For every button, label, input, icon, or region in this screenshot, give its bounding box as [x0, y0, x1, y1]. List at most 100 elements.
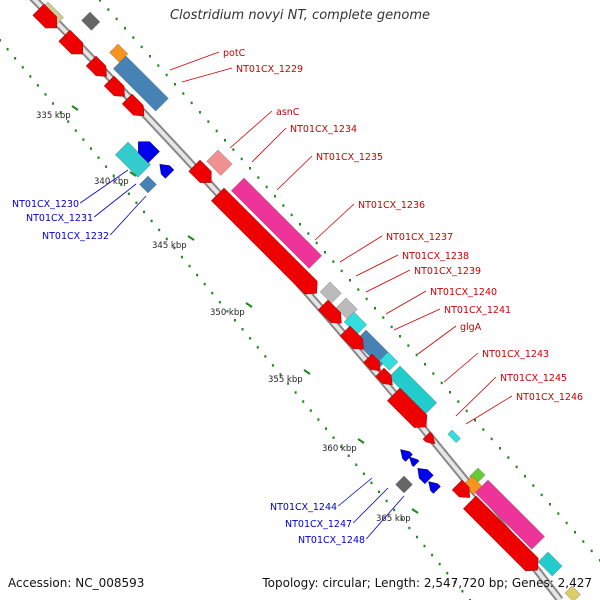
gene-box: [395, 475, 413, 494]
forward-label-line: [465, 395, 513, 425]
reverse-gene-arrow: [138, 141, 160, 164]
reverse-gene-arrow: [408, 456, 420, 468]
kbp-label: 350 kbp: [210, 308, 245, 318]
forward-label-line: [355, 254, 399, 277]
map-title: Clostridium novyi NT, complete genome: [169, 8, 431, 23]
outer-tick-dot: [440, 381, 443, 385]
outer-tick-dot: [474, 419, 476, 422]
kbp-tick: [411, 508, 419, 514]
reverse-gene-arrow-shape: [400, 449, 413, 462]
inner-tick-dot: [52, 102, 55, 105]
outer-tick-dot: [382, 316, 385, 319]
inner-tick-dot: [158, 228, 161, 232]
outer-tick-dot: [115, 17, 118, 21]
forward-gene-label: NT01CX_1237: [386, 232, 453, 243]
forward-gene-arrow-shape: [121, 93, 145, 117]
forward-gene-label: NT01CX_1229: [236, 64, 303, 75]
kbp-tick: [303, 369, 311, 375]
forward-gene-arrow: [210, 187, 318, 295]
outer-tick-dot: [565, 521, 568, 525]
gene-box-shape: [206, 149, 233, 176]
forward-gene-arrow: [188, 159, 212, 183]
inner-tick-dot: [218, 300, 221, 304]
inner-tick-dot: [59, 111, 62, 114]
inner-tick-dot: [14, 57, 17, 60]
gene-features: [32, 1, 581, 600]
kbp-label: 365 kbp: [376, 514, 411, 524]
outer-tick-dot: [507, 456, 510, 459]
forward-gene-arrow-shape: [462, 495, 539, 572]
outer-tick-dot: [340, 269, 343, 273]
outer-tick-dot: [490, 437, 493, 441]
forward-gene-label: NT01CX_1240: [430, 287, 497, 298]
inner-tick-dot: [279, 373, 282, 376]
forward-label-line: [393, 308, 441, 331]
outer-tick-dot: [215, 129, 218, 133]
inner-tick-dot: [180, 255, 183, 259]
forward-gene-label: potC: [223, 48, 246, 59]
reverse-gene-arrow-shape: [408, 456, 420, 468]
reverse-gene-label: NT01CX_1230: [12, 199, 79, 210]
gene-box-shape: [564, 585, 581, 600]
forward-gene-arrow: [32, 3, 57, 29]
inner-tick-dot: [302, 400, 305, 403]
inner-tick-dot: [173, 246, 176, 250]
outer-tick-dot: [165, 73, 168, 77]
inner-tick-dot: [105, 165, 108, 168]
forward-gene-arrow: [422, 431, 436, 445]
outer-tick-dot: [374, 307, 376, 310]
gene-box: [139, 175, 157, 194]
gene-box: [447, 429, 461, 443]
inner-tick-dot: [44, 93, 47, 96]
outer-tick-dot: [357, 288, 360, 291]
gene-box: [537, 551, 563, 577]
forward-gene-arrow-shape: [85, 55, 107, 77]
gene-box: [81, 11, 101, 31]
forward-gene-arrow-shape: [32, 3, 57, 29]
inner-tick-dot: [211, 291, 214, 295]
outer-tick-dot: [574, 531, 576, 534]
kbp-label: 335 kbp: [36, 111, 71, 121]
outer-tick-dot: [582, 540, 585, 543]
inner-tick-dot: [0, 39, 1, 42]
forward-label-line: [229, 110, 273, 149]
forward-gene-arrow: [121, 93, 145, 117]
gene-box: [319, 281, 342, 304]
outer-tick-dot: [140, 45, 143, 49]
outer-tick-dot: [182, 92, 185, 95]
forward-label-line: [365, 269, 411, 293]
gene-box-shape: [379, 351, 399, 371]
inner-tick-dot: [203, 282, 206, 286]
outer-tick-dot: [432, 372, 435, 375]
gene-box: [475, 479, 545, 550]
inner-tick-dot: [6, 48, 9, 51]
inner-tick-dot: [317, 418, 320, 421]
outer-tick-dot: [532, 484, 535, 487]
forward-gene-label: NT01CX_1238: [402, 251, 469, 262]
outer-tick-dot: [107, 8, 110, 11]
outer-tick-dot: [332, 260, 335, 263]
outer-tick-dot: [399, 335, 401, 338]
reverse-gene-arrow-shape: [138, 141, 160, 164]
forward-label-line: [251, 127, 287, 163]
inner-tick-dot: [438, 562, 441, 566]
inner-tick-dot: [150, 219, 153, 223]
inner-tick-dot: [423, 544, 426, 548]
outer-tick-dot: [390, 325, 393, 329]
kbp-tick: [245, 302, 253, 308]
inner-tick-dot: [143, 210, 146, 214]
outer-tick-dot: [482, 428, 485, 431]
inner-tick-dot: [264, 355, 267, 358]
outer-tick-dot: [232, 148, 235, 151]
reverse-gene-label: NT01CX_1247: [285, 519, 352, 530]
gene-box-shape: [231, 177, 322, 269]
inner-tick-dot: [89, 147, 92, 150]
forward-gene-arrow-shape: [422, 431, 436, 445]
outer-tick-dot: [465, 409, 468, 413]
outer-tick-dot: [257, 176, 260, 179]
inner-tick-dot: [127, 192, 130, 196]
kbp-tick: [357, 438, 365, 444]
forward-gene-arrow-shape: [386, 387, 428, 428]
forward-gene-arrow-shape: [58, 29, 83, 55]
forward-gene-label: NT01CX_1245: [500, 373, 567, 384]
